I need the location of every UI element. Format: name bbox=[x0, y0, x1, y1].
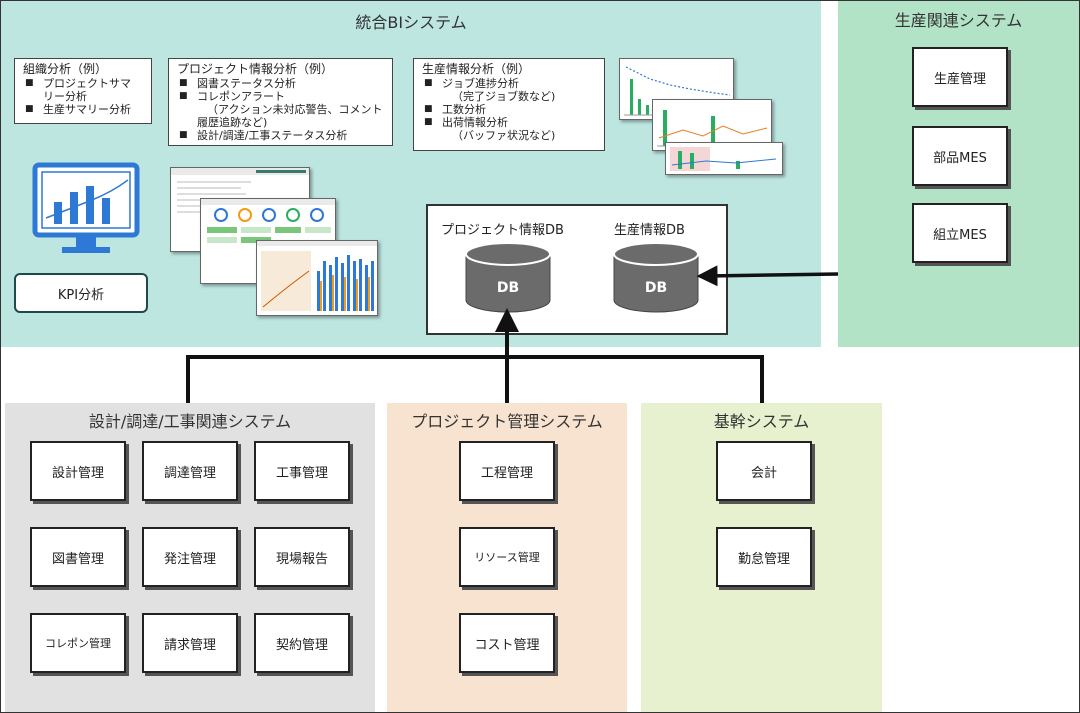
production-analysis-title: 生産情報分析（例） bbox=[422, 62, 531, 76]
monitor-chart-icon bbox=[32, 162, 140, 253]
production-db-label: 生産情報DB bbox=[614, 223, 685, 238]
assembly-mes-box[interactable]: 組立MES bbox=[912, 203, 1008, 263]
db-cylinder-text: DB bbox=[645, 280, 667, 296]
construction-management-box[interactable]: 工事管理 bbox=[254, 441, 350, 501]
design-management-box[interactable]: 設計管理 bbox=[30, 441, 126, 501]
schedule-management-box[interactable]: 工程管理 bbox=[459, 441, 555, 501]
pm-system-title: プロジェクト管理システム bbox=[411, 412, 603, 431]
list-item: 設計/調達/工事ステータス分析 bbox=[177, 129, 384, 142]
database-cylinder-icon: DB bbox=[465, 242, 551, 313]
org-analysis-title: 組織分析（例） bbox=[23, 62, 108, 76]
list-item: 工数分析 bbox=[422, 103, 596, 116]
list-item: （完了ジョブ数など) bbox=[452, 90, 556, 103]
document-management-box[interactable]: 図書管理 bbox=[30, 527, 126, 587]
dashboard-bars-graphic bbox=[257, 241, 377, 311]
production-chart-thumbnail bbox=[665, 142, 783, 175]
org-analysis-box: 組織分析（例） プロジェクトサマ リー分析 生産サマリー分析 bbox=[14, 58, 152, 124]
project-db-label: プロジェクト情報DB bbox=[441, 223, 564, 238]
accounting-box[interactable]: 会計 bbox=[716, 441, 812, 501]
bi-system-title: 統合BIシステム bbox=[355, 13, 467, 32]
contract-management-box[interactable]: 契約管理 bbox=[254, 613, 350, 673]
kpi-analysis-button[interactable]: KPI分析 bbox=[14, 273, 148, 313]
list-item: 図書ステータス分析 bbox=[177, 77, 384, 90]
list-item: リー分析 bbox=[43, 90, 87, 103]
procurement-management-box[interactable]: 調達管理 bbox=[142, 441, 238, 501]
correspondence-management-box[interactable]: コレポン管理 bbox=[30, 613, 126, 673]
design-system-title: 設計/調達/工事関連システム bbox=[88, 412, 292, 431]
production-management-box[interactable]: 生産管理 bbox=[912, 47, 1008, 107]
attendance-management-box[interactable]: 勤怠管理 bbox=[716, 527, 812, 587]
project-analysis-box: プロジェクト情報分析（例） 図書ステータス分析 コレポンアラート （アクション未… bbox=[168, 58, 393, 146]
order-management-box[interactable]: 発注管理 bbox=[142, 527, 238, 587]
list-item: ジョブ進捗分析 bbox=[422, 77, 596, 90]
list-item: コレポンアラート bbox=[177, 90, 384, 103]
cost-management-box[interactable]: コスト管理 bbox=[459, 613, 555, 673]
production-system-title: 生産関連システム bbox=[894, 11, 1023, 30]
project-analysis-title: プロジェクト情報分析（例） bbox=[177, 62, 334, 76]
list-item: 生産サマリー分析 bbox=[23, 103, 143, 116]
list-item: （バッファ状況など) bbox=[452, 129, 556, 142]
list-item: プロジェクトサマ bbox=[23, 77, 143, 90]
db-cylinder-text: DB bbox=[497, 280, 519, 296]
core-system-title: 基幹システム bbox=[713, 412, 810, 431]
list-item: 出荷情報分析 bbox=[422, 116, 596, 129]
billing-management-box[interactable]: 請求管理 bbox=[142, 613, 238, 673]
list-item: （アクション未対応警告、コメント bbox=[207, 103, 383, 116]
dashboard-thumbnail bbox=[256, 240, 378, 316]
production-analysis-box: 生産情報分析（例） ジョブ進捗分析 （完了ジョブ数など) 工数分析 出荷情報分析… bbox=[413, 58, 605, 151]
parts-mes-box[interactable]: 部品MES bbox=[912, 126, 1008, 186]
database-cylinder-icon: DB bbox=[613, 242, 699, 313]
shipment-chart-graphic bbox=[670, 147, 777, 171]
site-report-box[interactable]: 現場報告 bbox=[254, 527, 350, 587]
list-item: 履歴追跡など) bbox=[197, 116, 268, 129]
resource-management-box[interactable]: リソース管理 bbox=[459, 527, 555, 587]
